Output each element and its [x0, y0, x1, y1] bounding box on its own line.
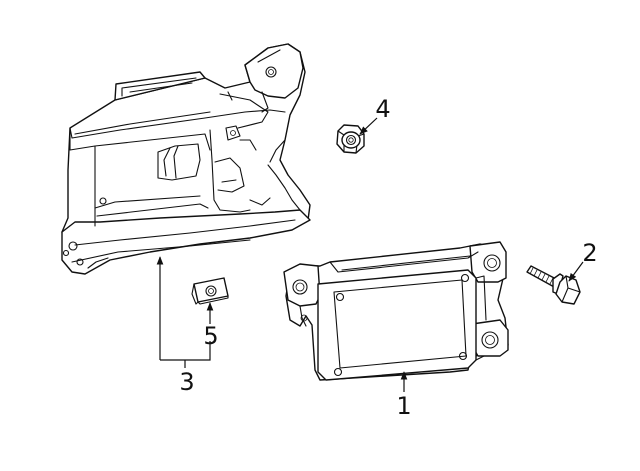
callout-label-5: 5: [203, 322, 218, 350]
leader-line-4: [359, 117, 378, 135]
callout-label-3: 3: [179, 368, 194, 396]
bolt: [526, 265, 581, 305]
retainer-nut: [191, 277, 229, 305]
callout-label-1: 1: [396, 392, 411, 420]
nut: [336, 124, 365, 154]
leader-bracket-3: [156, 256, 211, 368]
callout-label-4: 4: [375, 95, 390, 123]
bracket-assembly: [61, 43, 311, 275]
radar-sensor: [283, 241, 509, 381]
callout-label-2: 2: [582, 239, 597, 267]
leader-line-2: [568, 261, 584, 282]
